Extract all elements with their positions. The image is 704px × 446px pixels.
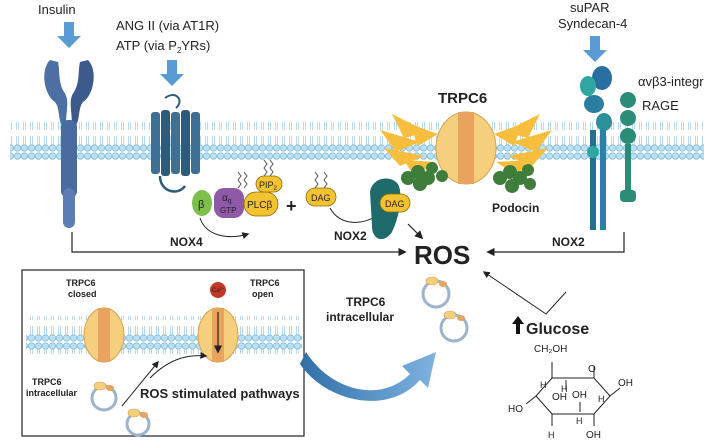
nox2-left-arrow	[407, 223, 424, 240]
dag-lipid-2	[379, 193, 411, 213]
glucose-oh3: OH	[572, 390, 587, 401]
pip2-lipid	[255, 175, 283, 193]
nox4-line	[71, 232, 407, 257]
glucose-o: O	[588, 364, 596, 375]
trpc6-channel	[435, 111, 497, 185]
integrin-label: αvβ3-integrin	[638, 74, 704, 89]
inset-vesicle-2	[125, 408, 151, 437]
glucose-structure	[525, 362, 621, 426]
glucose-ho: HO	[508, 404, 523, 415]
glucose-oh2: OH	[586, 430, 601, 441]
closed-label-2: closed	[68, 289, 97, 299]
dag-lipid-1	[305, 187, 337, 207]
gpcr-arrow	[160, 60, 184, 86]
inset-arrow-up	[121, 360, 159, 407]
open-label-2: open	[252, 289, 274, 299]
calcium-label: Ca2+	[212, 286, 225, 294]
podocin-left	[401, 162, 448, 191]
glucose-label: Glucose	[526, 321, 589, 338]
glucose-ch2oh: CH₂OH	[534, 344, 567, 355]
beta-label: β	[198, 199, 204, 211]
nox2-right-label: NOX2	[552, 235, 585, 249]
dag-tail-1	[314, 171, 328, 189]
glucose-h5: H	[576, 416, 583, 426]
nox4-label: NOX4	[170, 235, 203, 249]
closed-label-1: TRPC6	[66, 278, 96, 288]
inset-intra-label-1: TRPC6	[32, 377, 62, 387]
ros-pathways-label: ROS stimulated pathways	[140, 386, 300, 401]
glucose-oh5: OH	[552, 392, 567, 403]
plc-beta-enzyme	[243, 191, 279, 217]
gq-label: αq	[222, 193, 232, 205]
glucose-up-arrow	[512, 316, 524, 334]
atp-label: ATP (via P2YRs)	[116, 38, 210, 55]
glucose-h3: H	[540, 380, 547, 390]
intra-label-1: TRPC6	[346, 295, 386, 309]
inset-arrow-to-open	[149, 351, 208, 379]
gpcr-receptor	[151, 94, 200, 193]
inset-trpc6-closed	[83, 307, 125, 363]
vesicle-right-1	[421, 276, 451, 309]
glucose-to-ros-arrow	[482, 271, 567, 315]
insulin-arrow	[57, 22, 81, 48]
nox2-right-line	[486, 232, 625, 257]
dag1-label: DAG	[311, 193, 331, 203]
g-alpha-subunit	[214, 188, 244, 218]
glucose-oh1: OH	[618, 378, 633, 389]
arrow-gprotein-to-plc	[199, 217, 250, 239]
vesicle-right-2	[439, 310, 469, 343]
integrin-receptor	[580, 66, 612, 230]
glucose-h4: H	[548, 430, 555, 440]
insulin-label: Insulin	[38, 2, 76, 17]
plc-label: PLCβ	[247, 200, 272, 211]
supar-label: suPAR	[570, 0, 610, 15]
gtp-label: GTP	[220, 206, 236, 215]
open-label-1: TRPC6	[250, 278, 280, 288]
inset-vesicle-1	[90, 381, 118, 412]
nox2-left-label: NOX2	[334, 229, 367, 243]
plus-sign: +	[286, 196, 297, 216]
podocin-right	[493, 164, 536, 193]
calcium-ion	[210, 282, 226, 298]
ros-label: ROS	[414, 240, 470, 270]
pip2-label: PIP2	[259, 180, 278, 192]
supar-arrow	[583, 36, 607, 62]
syndecan-label: Syndecan-4	[558, 16, 627, 31]
dag2-label: DAG	[385, 199, 405, 209]
glucose-h2: H	[598, 394, 605, 404]
gprotein-tail	[237, 171, 248, 189]
trafficking-curve-arrow	[300, 352, 436, 401]
pip2-tail	[263, 159, 274, 177]
rage-receptor	[620, 92, 636, 202]
rage-label: RAGE	[642, 98, 679, 113]
g-beta-subunit	[192, 190, 212, 216]
podocin-label: Podocin	[492, 201, 539, 215]
glucose-h1: H	[561, 384, 568, 394]
inset-intra-label-2: intracellular	[26, 388, 78, 398]
ang2-label: ANG II (via AT1R)	[116, 18, 219, 33]
insulin-receptor	[44, 60, 94, 228]
intra-label-2: intracellular	[326, 310, 394, 324]
inset-trpc6-open	[197, 307, 239, 363]
inset-membrane	[26, 316, 302, 354]
trpc6-title: TRPC6	[438, 90, 487, 107]
